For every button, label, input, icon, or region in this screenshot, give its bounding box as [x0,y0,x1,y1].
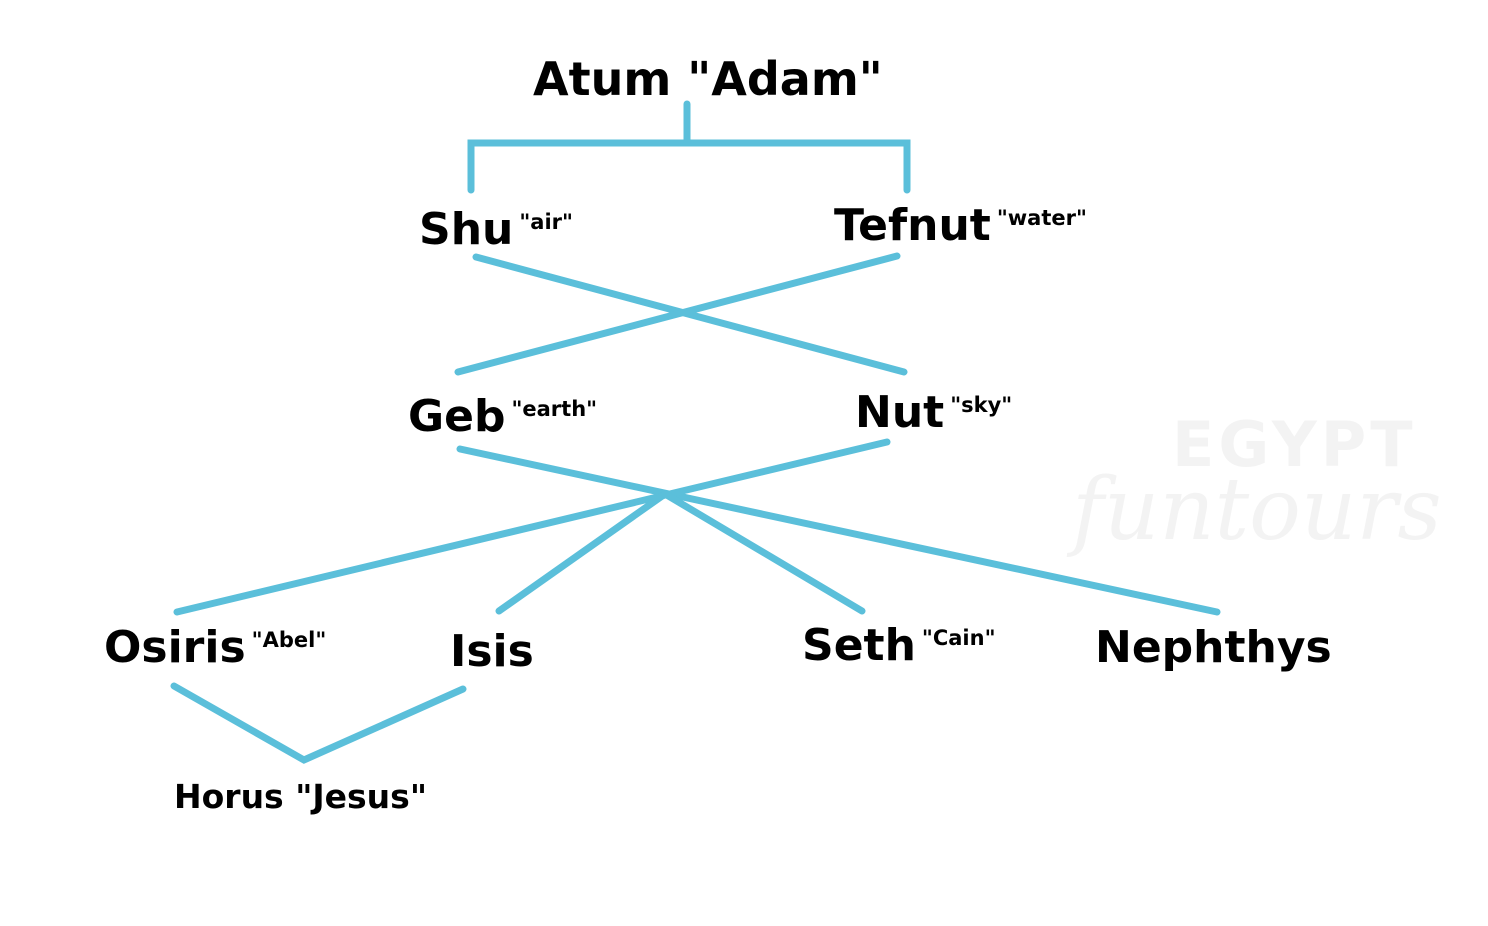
node-nut: Nut"sky" [855,391,1012,435]
connector-atum-children [467,100,911,194]
node-osiris-name: Osiris [104,622,246,673]
node-shu-note: "air" [519,210,573,234]
node-tefnut: Tefnut"water" [834,204,1087,248]
node-nephthys: Nephthys [1095,626,1332,670]
node-nephthys-name: Nephthys [1095,622,1332,673]
node-shu-name: Shu [419,204,514,255]
node-atum-name: Atum "Adam" [533,52,883,106]
node-nut-note: "sky" [950,393,1013,417]
connector-tefnut-geb [454,252,901,376]
connector-geb-nephthys [456,445,1221,616]
connector-nut-osiris [173,438,891,616]
node-isis-name: Isis [450,626,534,677]
node-geb-note: "earth" [511,397,598,421]
node-atum: Atum "Adam" [533,56,883,102]
node-tefnut-note: "water" [996,206,1087,230]
connector-junction-seth [661,490,866,615]
connector-shu-nut [472,253,908,376]
node-geb: Geb"earth" [408,395,597,439]
node-seth: Seth"Cain" [802,624,996,668]
node-seth-name: Seth [802,620,916,671]
node-horus-name: Horus "Jesus" [174,777,428,816]
node-geb-name: Geb [408,391,506,442]
node-nut-name: Nut [855,387,945,438]
node-seth-note: "Cain" [921,626,996,650]
connector-junction-isis [495,490,669,615]
node-horus: Horus "Jesus" [174,780,427,813]
node-osiris: Osiris"Abel" [104,626,326,670]
node-shu: Shu"air" [419,208,573,252]
node-osiris-note: "Abel" [251,628,327,652]
node-tefnut-name: Tefnut [834,200,991,251]
connector-horus-parents [170,682,467,764]
node-isis: Isis [450,630,534,674]
